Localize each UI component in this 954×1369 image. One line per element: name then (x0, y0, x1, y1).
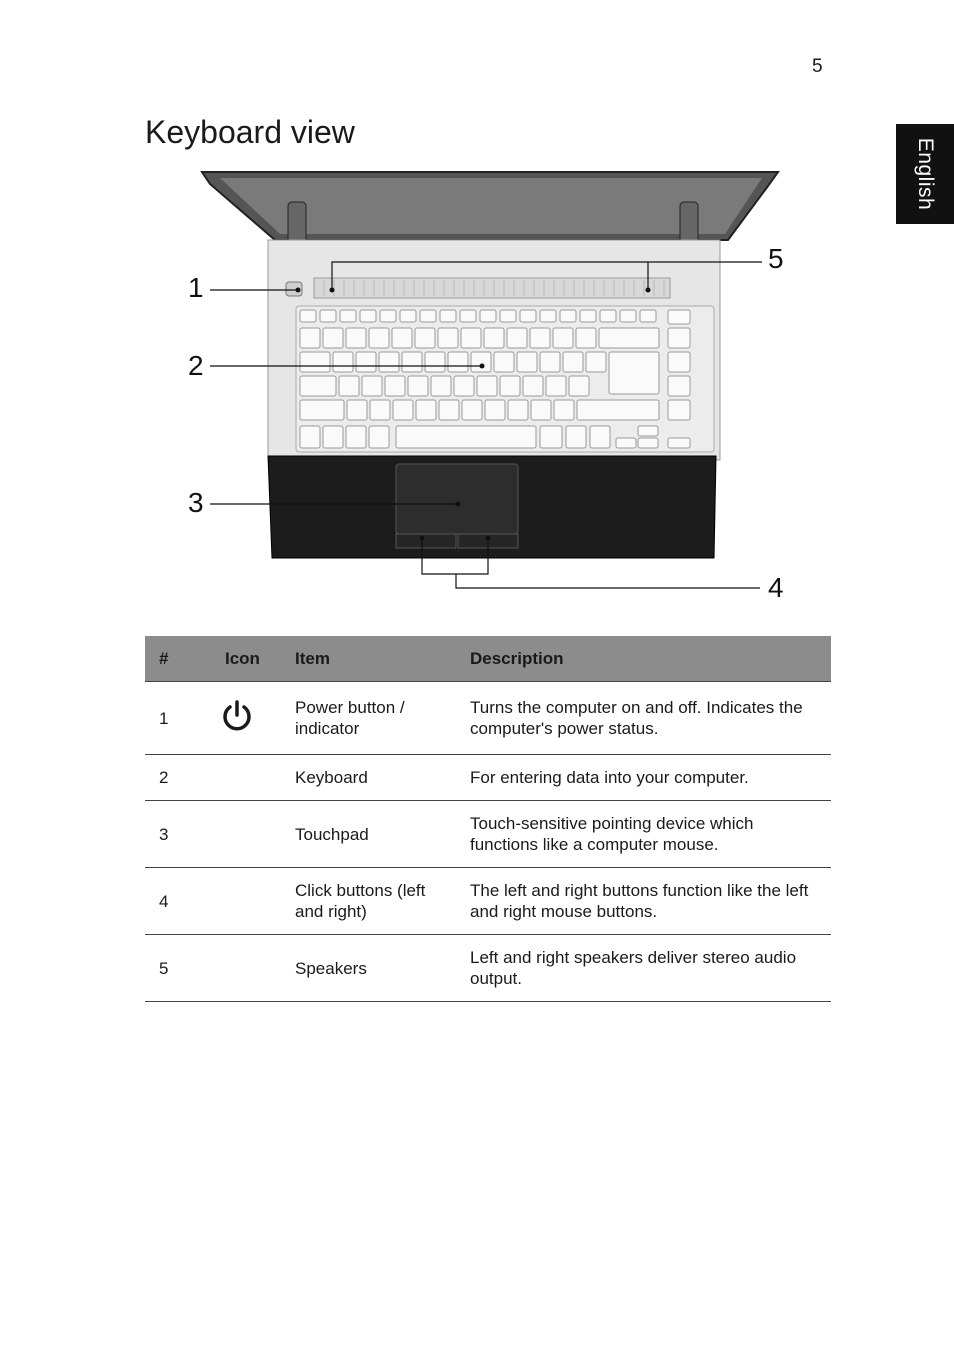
left-click-button (396, 534, 456, 548)
table-header-row: # Icon Item Description (145, 636, 831, 682)
table-row: 4 Click buttons (left and right) The lef… (145, 868, 831, 935)
laptop-illustration: 1 2 3 4 5 (180, 160, 820, 610)
row-description: For entering data into your computer. (456, 755, 831, 801)
row-description: The left and right buttons function like… (456, 868, 831, 935)
row-number: 4 (145, 868, 211, 935)
row-item: Power button / indicator (281, 682, 456, 755)
speaker-grille (314, 278, 670, 298)
row-item: Keyboard (281, 755, 456, 801)
laptop-keyboard-figure: 1 2 3 4 5 (180, 160, 820, 610)
table-row: 2 Keyboard For entering data into your c… (145, 755, 831, 801)
row-description: Left and right speakers deliver stereo a… (456, 935, 831, 1002)
callout-1: 1 (188, 272, 204, 303)
row-number: 1 (145, 682, 211, 755)
row-number: 2 (145, 755, 211, 801)
callout-5: 5 (768, 243, 784, 274)
row-icon (211, 801, 281, 868)
table-row: 3 Touchpad Touch-sensitive pointing devi… (145, 801, 831, 868)
row-icon (211, 935, 281, 1002)
language-tab-label: English (913, 138, 937, 210)
row-item: Click buttons (left and right) (281, 868, 456, 935)
header-description: Description (456, 636, 831, 682)
row-icon (211, 868, 281, 935)
row-item: Speakers (281, 935, 456, 1002)
components-table: # Icon Item Description 1 Power button /… (145, 636, 831, 1002)
language-tab: English (896, 124, 954, 224)
callout-4: 4 (768, 572, 784, 603)
row-description: Turns the computer on and off. Indicates… (456, 682, 831, 755)
callout-3: 3 (188, 487, 204, 518)
power-icon (219, 698, 255, 734)
header-icon: Icon (211, 636, 281, 682)
row-description: Touch-sensitive pointing device which fu… (456, 801, 831, 868)
row-icon (211, 755, 281, 801)
header-item: Item (281, 636, 456, 682)
row-number: 5 (145, 935, 211, 1002)
row-number: 3 (145, 801, 211, 868)
touchpad (396, 464, 518, 534)
page-number: 5 (812, 56, 823, 78)
header-number: # (145, 636, 211, 682)
row-icon (211, 682, 281, 755)
page-title: Keyboard view (145, 114, 355, 151)
row-item: Touchpad (281, 801, 456, 868)
table-row: 1 Power button / indicator Turns the com… (145, 682, 831, 755)
callout-2: 2 (188, 350, 204, 381)
table-row: 5 Speakers Left and right speakers deliv… (145, 935, 831, 1002)
